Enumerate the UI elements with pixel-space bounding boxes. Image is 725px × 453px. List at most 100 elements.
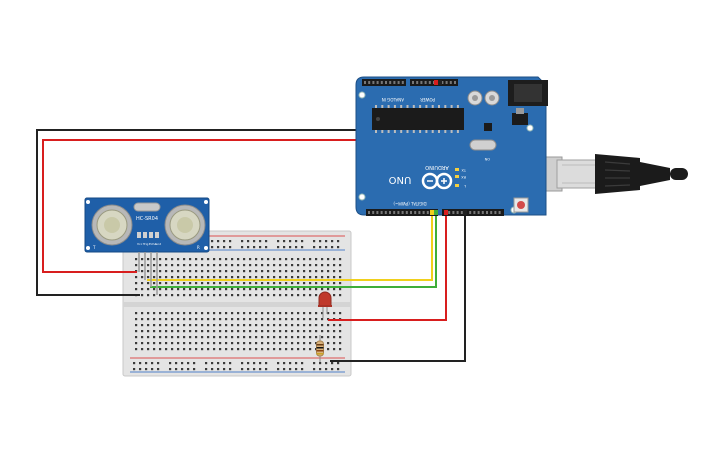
breadboard-hole (141, 318, 144, 321)
resistor-band (316, 347, 324, 349)
breadboard-hole (297, 336, 300, 339)
breadboard-hole (201, 294, 204, 297)
reset-button[interactable] (513, 197, 529, 213)
breadboard-hole (277, 368, 280, 371)
chip-leg (456, 130, 459, 133)
breadboard-hole (309, 342, 312, 345)
breadboard-hole (261, 348, 264, 351)
breadboard-center-channel (123, 302, 351, 307)
breadboard-hole (237, 330, 240, 333)
header-pin (498, 211, 501, 214)
breadboard-hole (273, 282, 276, 285)
breadboard-hole (255, 276, 258, 279)
breadboard-hole (181, 362, 184, 365)
breadboard-hole (231, 330, 234, 333)
header-pin (416, 81, 419, 84)
breadboard-hole (243, 348, 246, 351)
breadboard-hole (291, 330, 294, 333)
atmega-chip (372, 108, 464, 130)
breadboard-hole (331, 368, 334, 371)
small-ic (484, 123, 492, 131)
breadboard-hole (177, 336, 180, 339)
breadboard[interactable] (122, 230, 352, 377)
wire-black-gnd-bottom[interactable] (330, 216, 466, 362)
breadboard-hole (219, 258, 222, 261)
breadboard-hole (217, 368, 220, 371)
header-pin (364, 81, 366, 84)
breadboard-hole (265, 240, 268, 243)
breadboard-hole (291, 258, 294, 261)
wire-yellow-trig[interactable] (147, 216, 433, 281)
breadboard-hole (315, 276, 318, 279)
breadboard-hole (273, 288, 276, 291)
breadboard-hole (315, 270, 318, 273)
breadboard-hole (283, 368, 286, 371)
breadboard-hole (159, 348, 162, 351)
header-pin (397, 211, 400, 214)
breadboard-hole (321, 324, 324, 327)
ultrasonic-sensor[interactable]: HC-SR04 T R Vcc Trig Echo Gnd (84, 197, 210, 295)
breadboard-hole (309, 324, 312, 327)
breadboard-hole (259, 240, 262, 243)
breadboard-hole (285, 342, 288, 345)
breadboard-hole (265, 362, 268, 365)
breadboard-hole (211, 368, 214, 371)
wire-red-led[interactable] (328, 216, 447, 321)
breadboard-hole (213, 276, 216, 279)
breadboard-hole (225, 270, 228, 273)
breadboard-hole (177, 264, 180, 267)
breadboard-hole (243, 336, 246, 339)
usb-plug-metal (556, 159, 600, 189)
resistor-band (316, 353, 324, 355)
transducer-right (164, 204, 206, 246)
breadboard-hole (279, 312, 282, 315)
breadboard-hole (213, 318, 216, 321)
breadboard-hole (141, 342, 144, 345)
breadboard-hole (207, 258, 210, 261)
breadboard-hole (135, 330, 138, 333)
arduino-uno[interactable]: ANALOG IN POWER ARDUINO UNO (355, 76, 548, 216)
breadboard-hole (147, 342, 150, 345)
breadboard-hole (297, 330, 300, 333)
breadboard-hole (237, 336, 240, 339)
led-rim (318, 305, 332, 307)
header-pin (424, 81, 427, 84)
resistor[interactable] (316, 335, 324, 362)
breadboard-hole (237, 348, 240, 351)
sensor-mount-hole (204, 246, 208, 250)
breadboard-hole (309, 264, 312, 267)
breadboard-hole (247, 240, 250, 243)
breadboard-hole (277, 240, 280, 243)
breadboard-hole (273, 312, 276, 315)
sensor-crystal (133, 202, 161, 212)
breadboard-hole (183, 294, 186, 297)
breadboard-hole (237, 288, 240, 291)
breadboard-hole (255, 312, 258, 315)
breadboard-hole (147, 282, 150, 285)
header-pin (368, 81, 371, 84)
tx-led (455, 168, 459, 171)
breadboard-hole (183, 318, 186, 321)
sensor-mount-hole (86, 200, 90, 204)
breadboard-hole (333, 330, 336, 333)
breadboard-hole (339, 270, 342, 273)
breadboard-hole (249, 276, 252, 279)
wire-green-echo[interactable] (150, 216, 437, 288)
breadboard-hole (289, 368, 292, 371)
breadboard-hole (267, 312, 270, 315)
breadboard-hole (301, 368, 304, 371)
on-label: ON (484, 157, 490, 161)
breadboard-hole (135, 342, 138, 345)
breadboard-hole (147, 330, 150, 333)
breadboard-hole (213, 258, 216, 261)
led[interactable] (318, 291, 332, 318)
breadboard-hole (295, 246, 298, 249)
breadboard-hole (273, 294, 276, 297)
breadboard-hole (211, 362, 214, 365)
breadboard-hole (333, 312, 336, 315)
breadboard-hole (319, 246, 322, 249)
breadboard-hole (283, 240, 286, 243)
breadboard-hole (333, 264, 336, 267)
header-pin (376, 211, 379, 214)
